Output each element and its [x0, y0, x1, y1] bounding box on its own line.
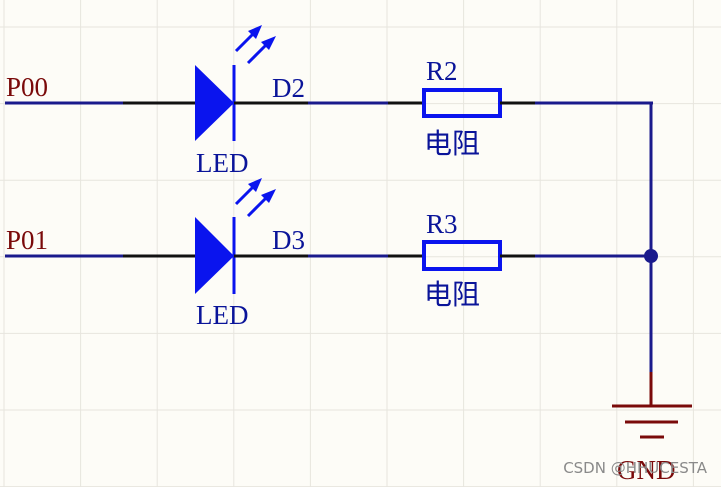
port-label-p01: P01	[6, 225, 48, 255]
led-d2-light-arrows-icon	[234, 25, 276, 65]
led-d2-triangle-icon	[195, 65, 234, 141]
circuit-row-p01: P01 D3 LED R3 电阻	[5, 178, 651, 330]
led-d2-ref: D2	[272, 73, 305, 103]
resistor-r2-body	[422, 88, 502, 118]
resistor-r2-value: 电阻	[424, 127, 480, 160]
circuit-row-p00: P00 D2 LED R2 电阻	[5, 25, 653, 178]
resistor-r2-ref: R2	[426, 56, 458, 86]
ground-symbol-icon	[612, 404, 692, 439]
led-d3-light-arrows-icon	[234, 178, 276, 218]
gnd-label: GND	[617, 455, 676, 485]
resistor-r3-ref: R3	[426, 209, 458, 239]
junction-dot	[644, 249, 658, 263]
led-d3-triangle-icon	[195, 217, 234, 294]
led-d3-ref: D3	[272, 225, 305, 255]
led-d3-value: LED	[196, 300, 248, 330]
led-d2-value: LED	[196, 148, 248, 178]
ground-net: GND	[612, 103, 692, 485]
resistor-r3-value: 电阻	[424, 278, 480, 311]
port-label-p00: P00	[6, 72, 48, 102]
watermark: CSDN @HHUCESTA	[563, 459, 707, 477]
resistor-r3-body	[422, 240, 502, 271]
